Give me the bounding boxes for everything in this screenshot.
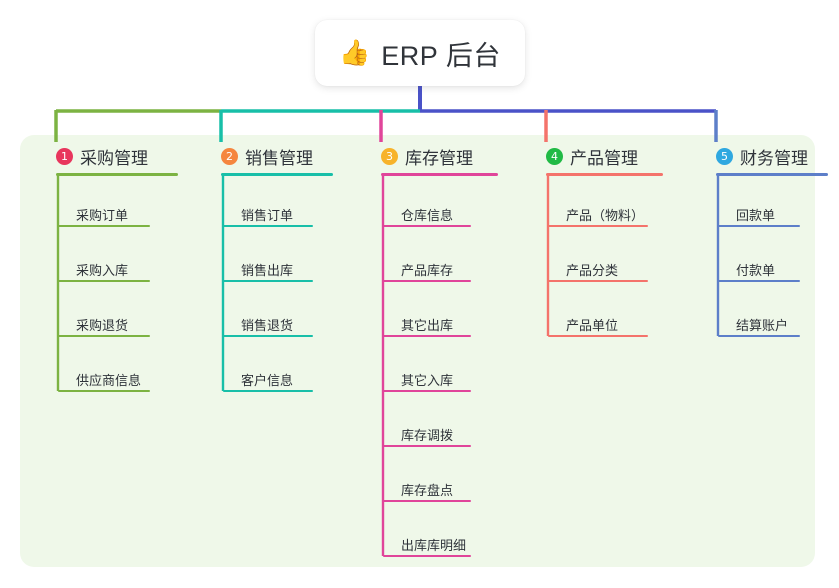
branch-header-3[interactable]: 3 库存管理	[381, 143, 473, 169]
leaf-item[interactable]: 客户信息	[241, 373, 294, 388]
branch-header-4[interactable]: 4 产品管理	[546, 143, 638, 169]
leaf-item[interactable]: 结算账户	[736, 318, 789, 333]
branch-underline-4	[546, 173, 663, 176]
leaf-underline	[718, 225, 800, 227]
branch-column-2: 2 销售管理销售订单销售出库销售退货客户信息	[203, 143, 333, 392]
branch-underline-3	[381, 173, 498, 176]
branch-title-1: 采购管理	[80, 148, 148, 168]
leaf-item[interactable]: 产品库存	[401, 263, 454, 278]
leaf-item[interactable]: 其它入库	[401, 373, 454, 388]
branch-number-badge-2: 2	[221, 147, 238, 165]
branch-header-1[interactable]: 1 采购管理	[56, 143, 148, 169]
branch-column-1: 1 采购管理采购订单采购入库采购退货供应商信息	[38, 143, 178, 392]
leaf-underline	[58, 335, 150, 337]
root-node-title: ERP 后台	[381, 40, 501, 71]
leaf-item[interactable]: 采购退货	[76, 318, 129, 333]
leaf-underline	[223, 225, 313, 227]
branch-column-5: 5 财务管理回款单付款单结算账户	[698, 143, 828, 337]
leaf-item[interactable]: 回款单	[736, 208, 776, 223]
leaf-underline	[223, 280, 313, 282]
leaf-item[interactable]: 产品（物料）	[566, 208, 645, 223]
leaf-item[interactable]: 供应商信息	[76, 373, 142, 388]
leaf-item[interactable]: 销售出库	[241, 263, 294, 278]
leaf-item[interactable]: 库存调拨	[401, 428, 454, 443]
leaf-underline	[58, 225, 150, 227]
leaf-item[interactable]: 采购入库	[76, 263, 129, 278]
branch-underline-5	[716, 173, 828, 176]
branch-header-2[interactable]: 2 销售管理	[221, 143, 313, 169]
leaf-underline	[58, 390, 150, 392]
branch-number-badge-1: 1	[56, 147, 73, 165]
leaf-underline	[383, 500, 471, 502]
root-node-card[interactable]: 👍 ERP 后台	[315, 20, 525, 86]
leaf-item[interactable]: 销售退货	[241, 318, 294, 333]
leaf-item[interactable]: 付款单	[736, 263, 776, 278]
leaf-underline	[383, 280, 471, 282]
leaf-item[interactable]: 销售订单	[241, 208, 294, 223]
leaf-underline	[383, 335, 471, 337]
leaf-item[interactable]: 产品分类	[566, 263, 619, 278]
leaf-item[interactable]: 其它出库	[401, 318, 454, 333]
leaf-item[interactable]: 库存盘点	[401, 483, 454, 498]
leaf-item[interactable]: 出库库明细	[401, 538, 467, 553]
leaf-underline	[383, 555, 471, 557]
leaf-underline	[383, 445, 471, 447]
branch-underline-2	[221, 173, 333, 176]
leaf-item[interactable]: 采购订单	[76, 208, 129, 223]
thumbs-up-emoji: 👍	[339, 38, 371, 67]
diagram-background-panel	[20, 135, 815, 567]
leaf-underline	[223, 390, 313, 392]
branch-title-5: 财务管理	[740, 148, 808, 168]
leaf-underline	[548, 280, 648, 282]
branch-title-2: 销售管理	[245, 148, 313, 168]
leaf-underline	[223, 335, 313, 337]
branch-title-3: 库存管理	[405, 148, 473, 168]
leaf-underline	[548, 225, 648, 227]
leaf-underline	[383, 390, 471, 392]
branch-number-badge-5: 5	[716, 147, 733, 165]
branch-number-badge-3: 3	[381, 147, 398, 165]
leaf-underline	[718, 280, 800, 282]
branch-number-badge-4: 4	[546, 147, 563, 165]
branch-header-5[interactable]: 5 财务管理	[716, 143, 808, 169]
branch-column-4: 4 产品管理产品（物料） 产品分类产品单位	[528, 143, 663, 337]
leaf-underline	[58, 280, 150, 282]
leaf-underline	[548, 335, 648, 337]
leaf-underline	[383, 225, 471, 227]
branch-column-3: 3 库存管理仓库信息产品库存其它出库其它入库库存调拨库存盘点出库库明细	[363, 143, 498, 557]
branch-title-4: 产品管理	[570, 148, 638, 168]
leaf-item[interactable]: 产品单位	[566, 318, 619, 333]
leaf-item[interactable]: 仓库信息	[401, 208, 454, 223]
leaf-underline	[718, 335, 800, 337]
branch-underline-1	[56, 173, 178, 176]
